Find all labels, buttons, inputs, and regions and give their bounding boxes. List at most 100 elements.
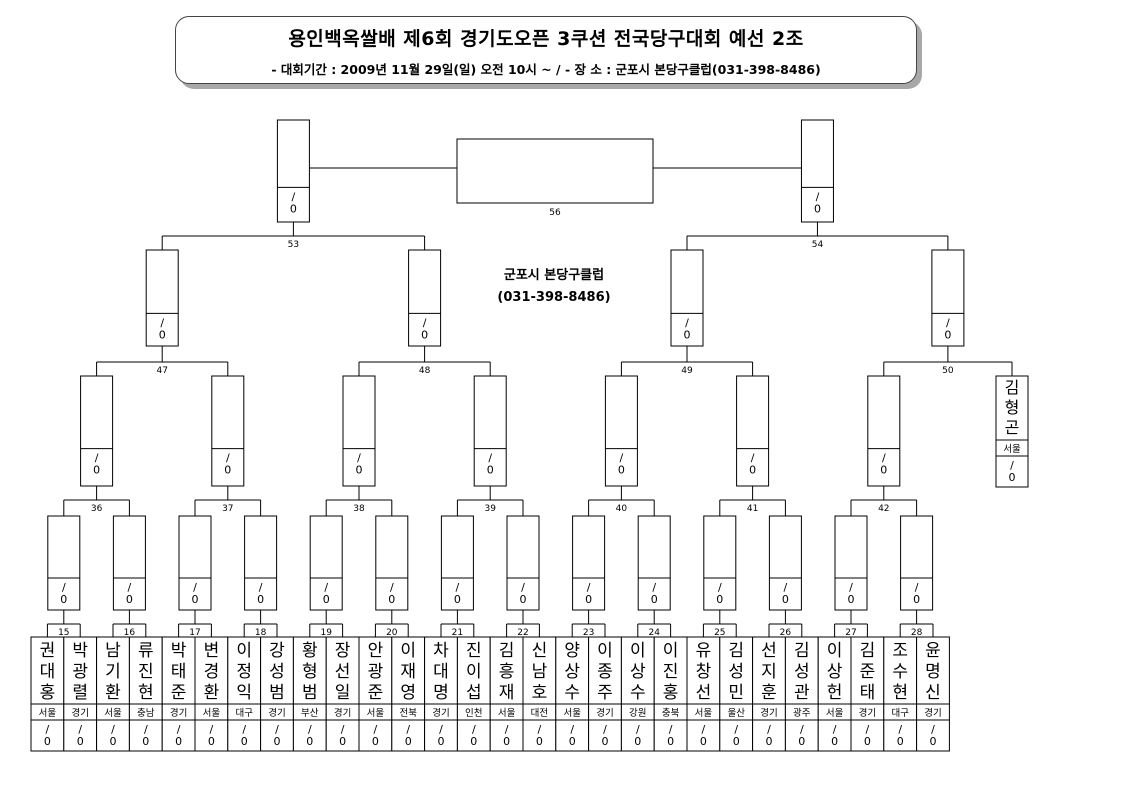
player-score-slash: / [308, 723, 312, 736]
player-score-slash: / [800, 723, 804, 736]
player-name-char: 렬 [72, 683, 88, 703]
round1-match-box-score-zero: 0 [651, 593, 658, 606]
match-number: 20 [386, 628, 398, 638]
player-name-char: 상 [564, 662, 580, 682]
round1-match-box-score-slash: / [62, 581, 66, 594]
player-cell [522, 636, 557, 752]
player-score-slash: / [78, 723, 82, 736]
match-number: 48 [419, 366, 431, 376]
match-number: 40 [616, 504, 628, 514]
round2-match-box-score-slash: / [751, 452, 755, 465]
player-score-slash: / [46, 723, 50, 736]
player-cell [96, 636, 130, 752]
player-region: 서울 [498, 708, 516, 719]
player-name-char: 강 [269, 641, 285, 661]
seeded-player-name-char: 김 [1005, 378, 1020, 397]
round2-match-box-score-slash: / [95, 452, 99, 465]
match-number: 42 [878, 504, 889, 514]
player-score-zero: 0 [175, 735, 182, 748]
round1-match-box-score-zero: 0 [520, 593, 527, 606]
title-banner: 용인백옥쌀배 제6회 경기도오픈 3쿠션 전국당구대회 예선 2조 - 대회기간… [175, 16, 917, 84]
player-region: 대구 [891, 708, 909, 719]
player-score-zero: 0 [438, 735, 445, 748]
player-score-zero: 0 [536, 735, 543, 748]
player-region: 대구 [235, 708, 253, 719]
player-score-zero: 0 [372, 735, 379, 748]
venue-phone: (031-398-8486) [497, 290, 611, 305]
player-name-char: 태 [171, 662, 187, 682]
player-name-char: 선 [696, 683, 712, 703]
seeded-player-score-slash: / [1010, 459, 1014, 472]
round1-match-box [900, 515, 934, 611]
semifinal-match-box-score-slash: / [292, 190, 296, 203]
player-score-zero: 0 [306, 735, 313, 748]
round2-match-box-score-slash: / [488, 452, 492, 465]
round1-match-box-score-slash: / [718, 581, 722, 594]
player-cell [30, 636, 65, 752]
player-name-char: 이 [400, 641, 416, 661]
round1-match-box [178, 515, 212, 611]
player-region: 경기 [71, 707, 88, 719]
player-name-char: 선 [761, 641, 777, 661]
player-score-slash: / [472, 723, 476, 736]
page-title: 용인백옥쌀배 제6회 경기도오픈 3쿠션 전국당구대회 예선 2조 [288, 28, 804, 50]
round1-match-box-score-zero: 0 [192, 593, 199, 606]
player-region: 서울 [203, 708, 221, 719]
player-score-zero: 0 [405, 735, 412, 748]
round1-match-box-score-slash: / [456, 581, 460, 594]
player-score-slash: / [177, 723, 181, 736]
player-name-char: 민 [728, 683, 744, 703]
semifinal-match-box-score-slash: / [816, 190, 820, 203]
round1-match-box-score-slash: / [259, 581, 263, 594]
round1-match-box [834, 515, 868, 611]
round3-match-box-score-slash: / [685, 316, 689, 329]
player-cell [227, 636, 262, 752]
player-score-zero: 0 [241, 735, 248, 748]
player-name-char: 흥 [499, 662, 515, 682]
round1-match-box-score-slash: / [128, 581, 132, 594]
round1-match-box [572, 515, 606, 611]
round1-match-box-score-slash: / [324, 581, 328, 594]
player-name-char: 지 [761, 662, 777, 682]
player-score-slash: / [111, 723, 115, 736]
round2-match-box-score-zero: 0 [880, 464, 887, 477]
round1-match-box-score-zero: 0 [585, 593, 592, 606]
player-name-char: 현 [138, 683, 154, 703]
player-score-zero: 0 [667, 735, 674, 748]
round3-match-box-score-zero: 0 [421, 328, 428, 341]
match-number: 50 [942, 366, 954, 376]
player-score-zero: 0 [602, 735, 609, 748]
player-score-slash: / [210, 723, 214, 736]
round1-match-box-score-zero: 0 [913, 593, 920, 606]
match-number: 24 [648, 628, 660, 638]
player-name-char: 진 [138, 662, 154, 682]
round1-match-box [309, 515, 343, 611]
player-cell [719, 636, 754, 752]
player-name-char: 광 [72, 662, 88, 682]
player-region: 경기 [334, 707, 351, 719]
player-score-zero: 0 [503, 735, 510, 748]
player-score-zero: 0 [930, 735, 937, 748]
round2-match-box [211, 375, 245, 487]
round1-match-box-score-slash: / [587, 581, 591, 594]
round2-match-box-score-slash: / [226, 452, 230, 465]
player-region: 서울 [367, 708, 385, 719]
player-name-char: 섭 [466, 683, 482, 703]
player-cell [883, 636, 918, 752]
round1-match-box [375, 515, 409, 611]
player-name-char: 관 [794, 683, 810, 703]
player-cell [128, 636, 163, 752]
player-region: 대전 [531, 708, 548, 719]
semifinal-match-box [276, 119, 310, 223]
match-number: 53 [288, 240, 299, 250]
player-score-slash: / [374, 723, 378, 736]
player-name-char: 권 [40, 641, 56, 661]
player-name-char: 김 [728, 641, 744, 661]
player-score-slash: / [636, 723, 640, 736]
player-score-slash: / [767, 723, 771, 736]
player-region: 서울 [826, 708, 844, 719]
match-number: 25 [714, 628, 725, 638]
player-score-zero: 0 [634, 735, 641, 748]
seeded-player-name-char: 곤 [1005, 418, 1020, 437]
match-number: 15 [58, 628, 69, 638]
